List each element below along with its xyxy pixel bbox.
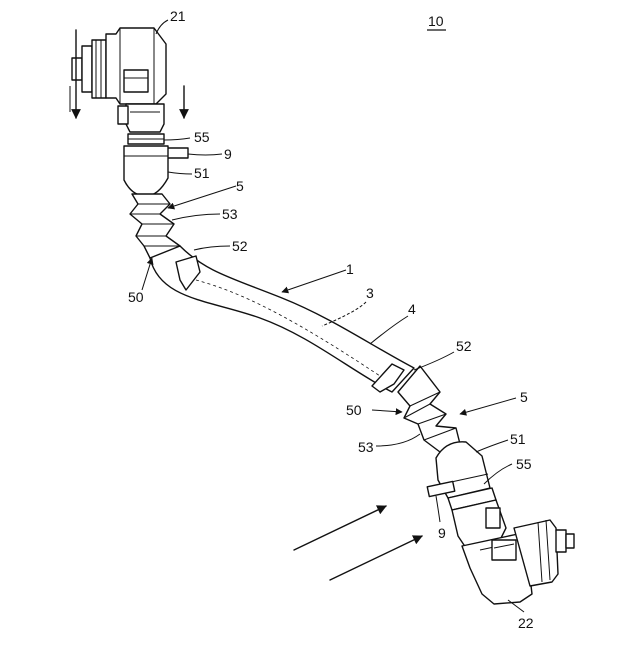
label-wire: 3 — [366, 285, 374, 301]
label-clip-bottom: 55 — [516, 456, 532, 472]
label-grommet-bottom: 50 — [346, 402, 362, 418]
label-ring-bottom: 51 — [510, 431, 526, 447]
label-corrugate-bottom: 5 — [520, 389, 528, 405]
label-tab-bottom: 9 — [438, 525, 446, 541]
label-harness: 1 — [346, 261, 354, 277]
label-bellows-top: 53 — [222, 206, 238, 222]
label-band-bottom: 52 — [456, 338, 472, 354]
connector-top — [72, 28, 166, 132]
direction-arrow — [330, 536, 422, 580]
figure-ref-number: 10 — [428, 13, 444, 29]
connector-bottom — [452, 500, 574, 604]
label-corrugate-top: 5 — [236, 178, 244, 194]
direction-arrow — [294, 506, 386, 550]
label-sheath: 4 — [408, 301, 416, 317]
label-connector-bottom: 22 — [518, 615, 534, 631]
bellows-bottom — [398, 366, 460, 452]
label-connector-top: 21 — [170, 8, 186, 24]
label-ring-top: 51 — [194, 165, 210, 181]
label-clip-top: 55 — [194, 129, 210, 145]
label-band-top: 52 — [232, 238, 248, 254]
label-tab-top: 9 — [224, 146, 232, 162]
label-grommet-top: 50 — [128, 289, 144, 305]
sheath — [150, 246, 414, 392]
ring-top — [124, 146, 168, 196]
label-bellows-bottom: 53 — [358, 439, 374, 455]
grommet-top — [124, 134, 188, 258]
